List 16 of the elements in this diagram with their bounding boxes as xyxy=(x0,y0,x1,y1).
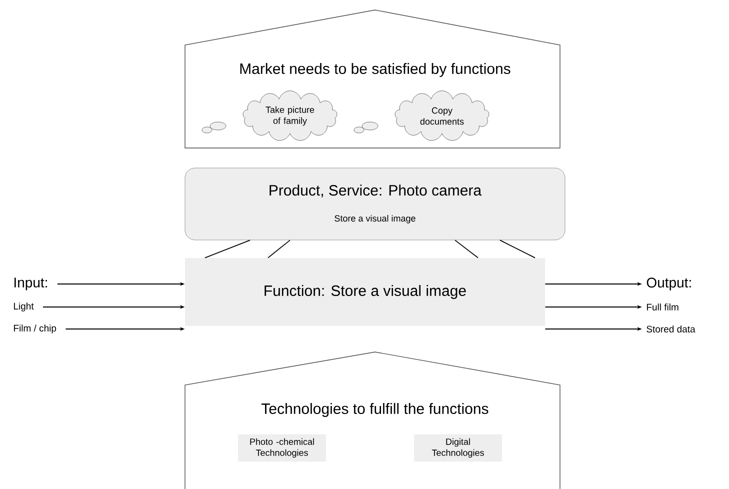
connector-line xyxy=(204,240,250,258)
flow-label: Input: xyxy=(14,278,47,290)
flow-label: Full film xyxy=(646,304,678,310)
thought-cloud: Take picture of family xyxy=(202,90,338,141)
technology-area: Digital Technologies xyxy=(414,434,502,462)
flow-label: Light xyxy=(14,302,34,312)
connector-line xyxy=(268,240,290,258)
connector-line xyxy=(454,240,478,258)
flow-label: Output: xyxy=(646,278,691,290)
product-box: Product, Service: Photo camera Store a visual image xyxy=(184,168,566,240)
flow-label: Film / chip xyxy=(14,324,56,334)
technology-area: Photo -chemical Technologies xyxy=(238,434,326,462)
thought-cloud: Copy documents xyxy=(354,90,490,141)
flow-label: Stored data xyxy=(646,326,696,332)
connector-line xyxy=(500,240,536,258)
function-area: Function: Store a visual image xyxy=(185,258,545,326)
